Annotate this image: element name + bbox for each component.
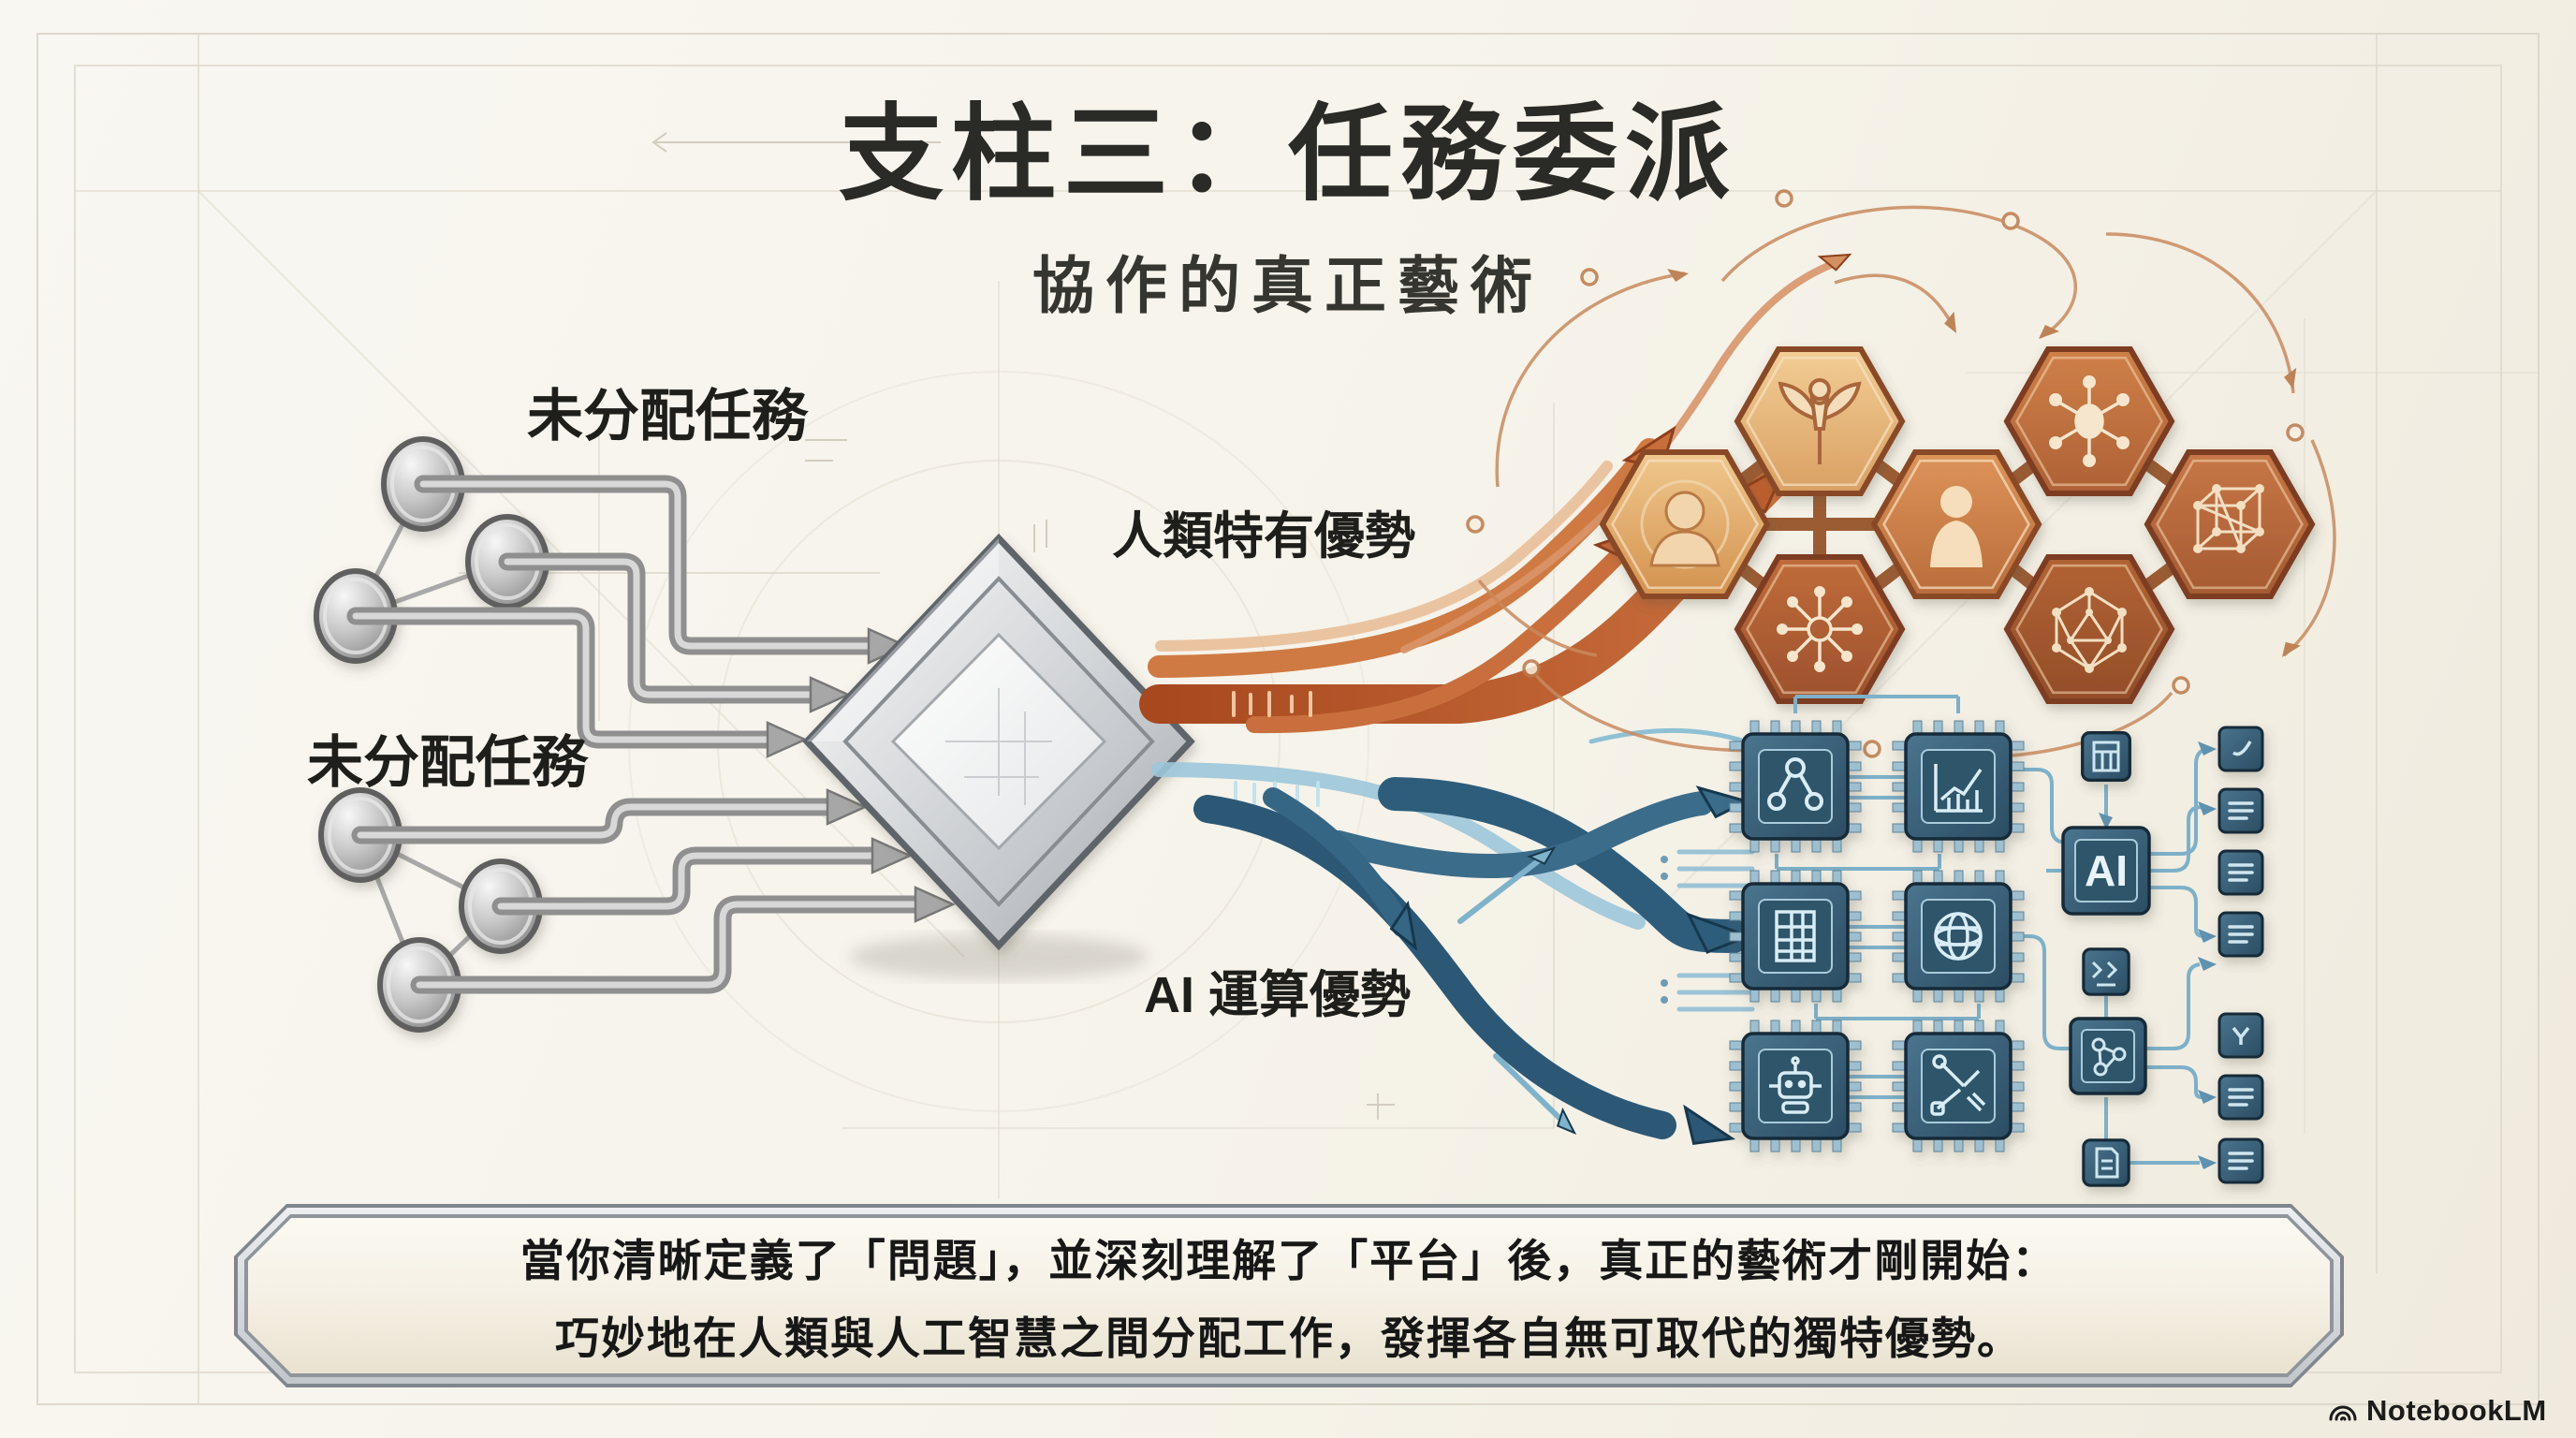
hex-cube-network: [2147, 452, 2312, 596]
circuit-traces: [1775, 695, 2208, 1165]
ai-chip-label: AI: [2085, 846, 2128, 895]
router-diamond: [802, 533, 1195, 979]
chip-ai: AI: [2061, 826, 2151, 916]
chip-calc-small: [2081, 731, 2131, 782]
chip-code-small: [2082, 947, 2130, 996]
icosahedron-icon: [2052, 587, 2127, 673]
chip-robot: [1729, 1020, 1862, 1152]
unassigned-cluster-bottom: [321, 790, 540, 1030]
globe-icon: [1934, 912, 1983, 961]
chart-icon: [1934, 764, 1983, 813]
banner-line-1: 當你清晰定義了「問題」，並深刻理解了「平台」後，真正的藝術才剛開始：: [520, 1236, 2058, 1285]
hex-swirl-arcs: [1466, 189, 2336, 759]
chip-flowchart: [1729, 720, 1862, 853]
person-avatar-icon: [1649, 491, 1720, 567]
label-human-advantage: 人類特有優勢: [1112, 508, 1415, 565]
hex-collab-network: [1737, 557, 1902, 701]
notebooklm-logo-icon: [2329, 1405, 2357, 1421]
person-silhouette-icon: [1930, 486, 1983, 567]
notebooklm-logo-text: NotebookLM: [2366, 1394, 2547, 1427]
list-glyph: [1661, 852, 1752, 886]
banner-line-2: 巧妙地在人類與人工智慧之間分配工作，發揮各自無可取代的獨特優勢。: [555, 1313, 2023, 1363]
chip-molecule: [2069, 1017, 2147, 1095]
ai-chip-grid: AI: [1729, 695, 2264, 1187]
hex-hub-network: [2007, 349, 2172, 493]
label-unassigned-tasks-left: 未分配任務: [307, 731, 588, 794]
label-ai-advantage: AI 運算優勢: [1144, 967, 1412, 1023]
trace-arrowheads: [2099, 741, 2217, 1169]
flower-network-icon: [1777, 586, 1863, 672]
task-arrowheads: [766, 627, 957, 923]
ai-flow: [1138, 727, 1776, 1146]
summary-banner: 當你清晰定義了「問題」，並深刻理解了「平台」後，真正的藝術才剛開始： 巧妙地在人…: [234, 1204, 2344, 1387]
robot-icon: [1769, 1056, 1822, 1114]
plant-person-icon: [1778, 378, 1862, 464]
flowchart-icon: [1767, 757, 1823, 811]
chip-globe: [1892, 870, 2025, 1003]
chip-table: [1729, 870, 1862, 1003]
page-subtitle: 協作的真正藝術: [1032, 251, 1544, 320]
task-pipes: [346, 475, 957, 994]
cube-network-icon: [2193, 484, 2264, 553]
human-hex-cluster: [1466, 189, 2336, 759]
result-squares: [2217, 726, 2264, 1184]
banner-content: 當你清晰定義了「問題」，並深刻理解了「平台」後，真正的藝術才剛開始： 巧妙地在人…: [248, 1218, 2330, 1373]
notebooklm-watermark: NotebookLM: [2327, 1394, 2547, 1428]
page-title: 支柱三：任務委派: [839, 95, 1737, 213]
ai-arrowheads: [1389, 739, 1776, 1146]
hub-spoke-icon: [2049, 375, 2130, 467]
table-icon: [1775, 910, 1816, 962]
hex-icosahedron: [2007, 557, 2172, 701]
hex-growth-plant: [1737, 349, 1902, 493]
chip-doc-small: [2082, 1138, 2130, 1187]
hex-person-silhouette: [1874, 452, 2039, 596]
molecule-icon: [2091, 1037, 2127, 1077]
hex-human-avatar: [1603, 452, 1767, 596]
avatar-ring-icon: [1640, 479, 1730, 569]
chip-tools: [1892, 1020, 2025, 1152]
unassigned-cluster-top: [316, 439, 547, 661]
label-unassigned-tasks-top: 未分配任務: [527, 385, 808, 448]
tools-icon: [1930, 1054, 1986, 1116]
chip-chart: [1892, 720, 2025, 853]
